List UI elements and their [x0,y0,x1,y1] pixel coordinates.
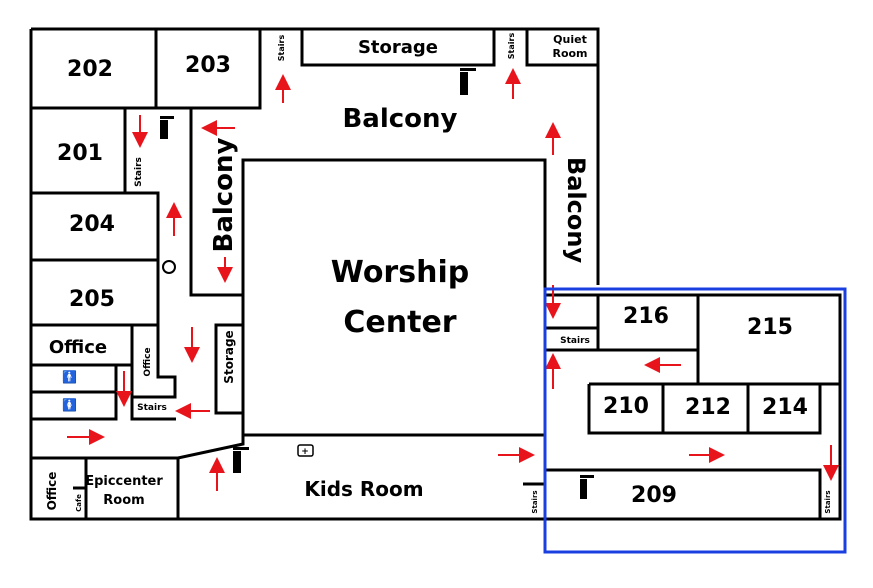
fire-extinguisher-icon [160,68,594,499]
room-205: 205 [69,287,115,312]
balcony-top: Balcony [342,104,457,134]
worship-label-1: Worship [331,255,469,290]
storage-mid: Storage [222,330,236,383]
exit-arrows [67,68,839,491]
room-labels: 202 203 201 204 205 Office Storage Balco… [49,33,808,508]
room-210: 210 [603,394,649,419]
restroom-icon: 🚺 [62,398,77,412]
quiet-room-2: Room [552,47,587,60]
room-209: 209 [631,483,677,508]
stairs-label: Stairs [134,157,144,187]
office-small: Office [143,347,153,376]
quiet-room-1: Quiet [553,33,587,46]
stairs-label: Stairs [824,490,832,513]
room-201: 201 [57,141,103,166]
highlight-selection-box [543,287,847,554]
stairs-label: Stairs [137,403,167,413]
worship-label-2: Center [343,305,456,340]
stairs-label: Stairs [277,35,286,62]
alarm-icon [162,260,176,274]
balcony-right: Balcony [562,157,590,264]
room-214: 214 [762,395,808,420]
room-storage: Storage [358,37,438,58]
restroom-icon: 🚹 [62,370,77,384]
room-203: 203 [185,53,231,78]
first-aid-icon [297,444,314,457]
stairs-label: Stairs [507,33,516,60]
svg-text:+: + [301,447,309,457]
room-204: 204 [69,212,115,237]
room-epiccenter-1: Epiccenter [85,474,163,489]
room-kids: Kids Room [304,477,423,501]
room-212: 212 [685,395,731,420]
room-epiccenter-2: Room [103,493,144,508]
room-202: 202 [67,57,113,82]
balcony-left: Balcony [209,137,239,252]
room-215: 215 [747,315,793,340]
stairs-label: Stairs [560,336,590,346]
room-216: 216 [623,304,669,329]
office-lower: Office [45,472,59,511]
room-office: Office [49,337,107,358]
cafe: Cafe [75,494,83,512]
stairs-label: Stairs [531,490,539,513]
